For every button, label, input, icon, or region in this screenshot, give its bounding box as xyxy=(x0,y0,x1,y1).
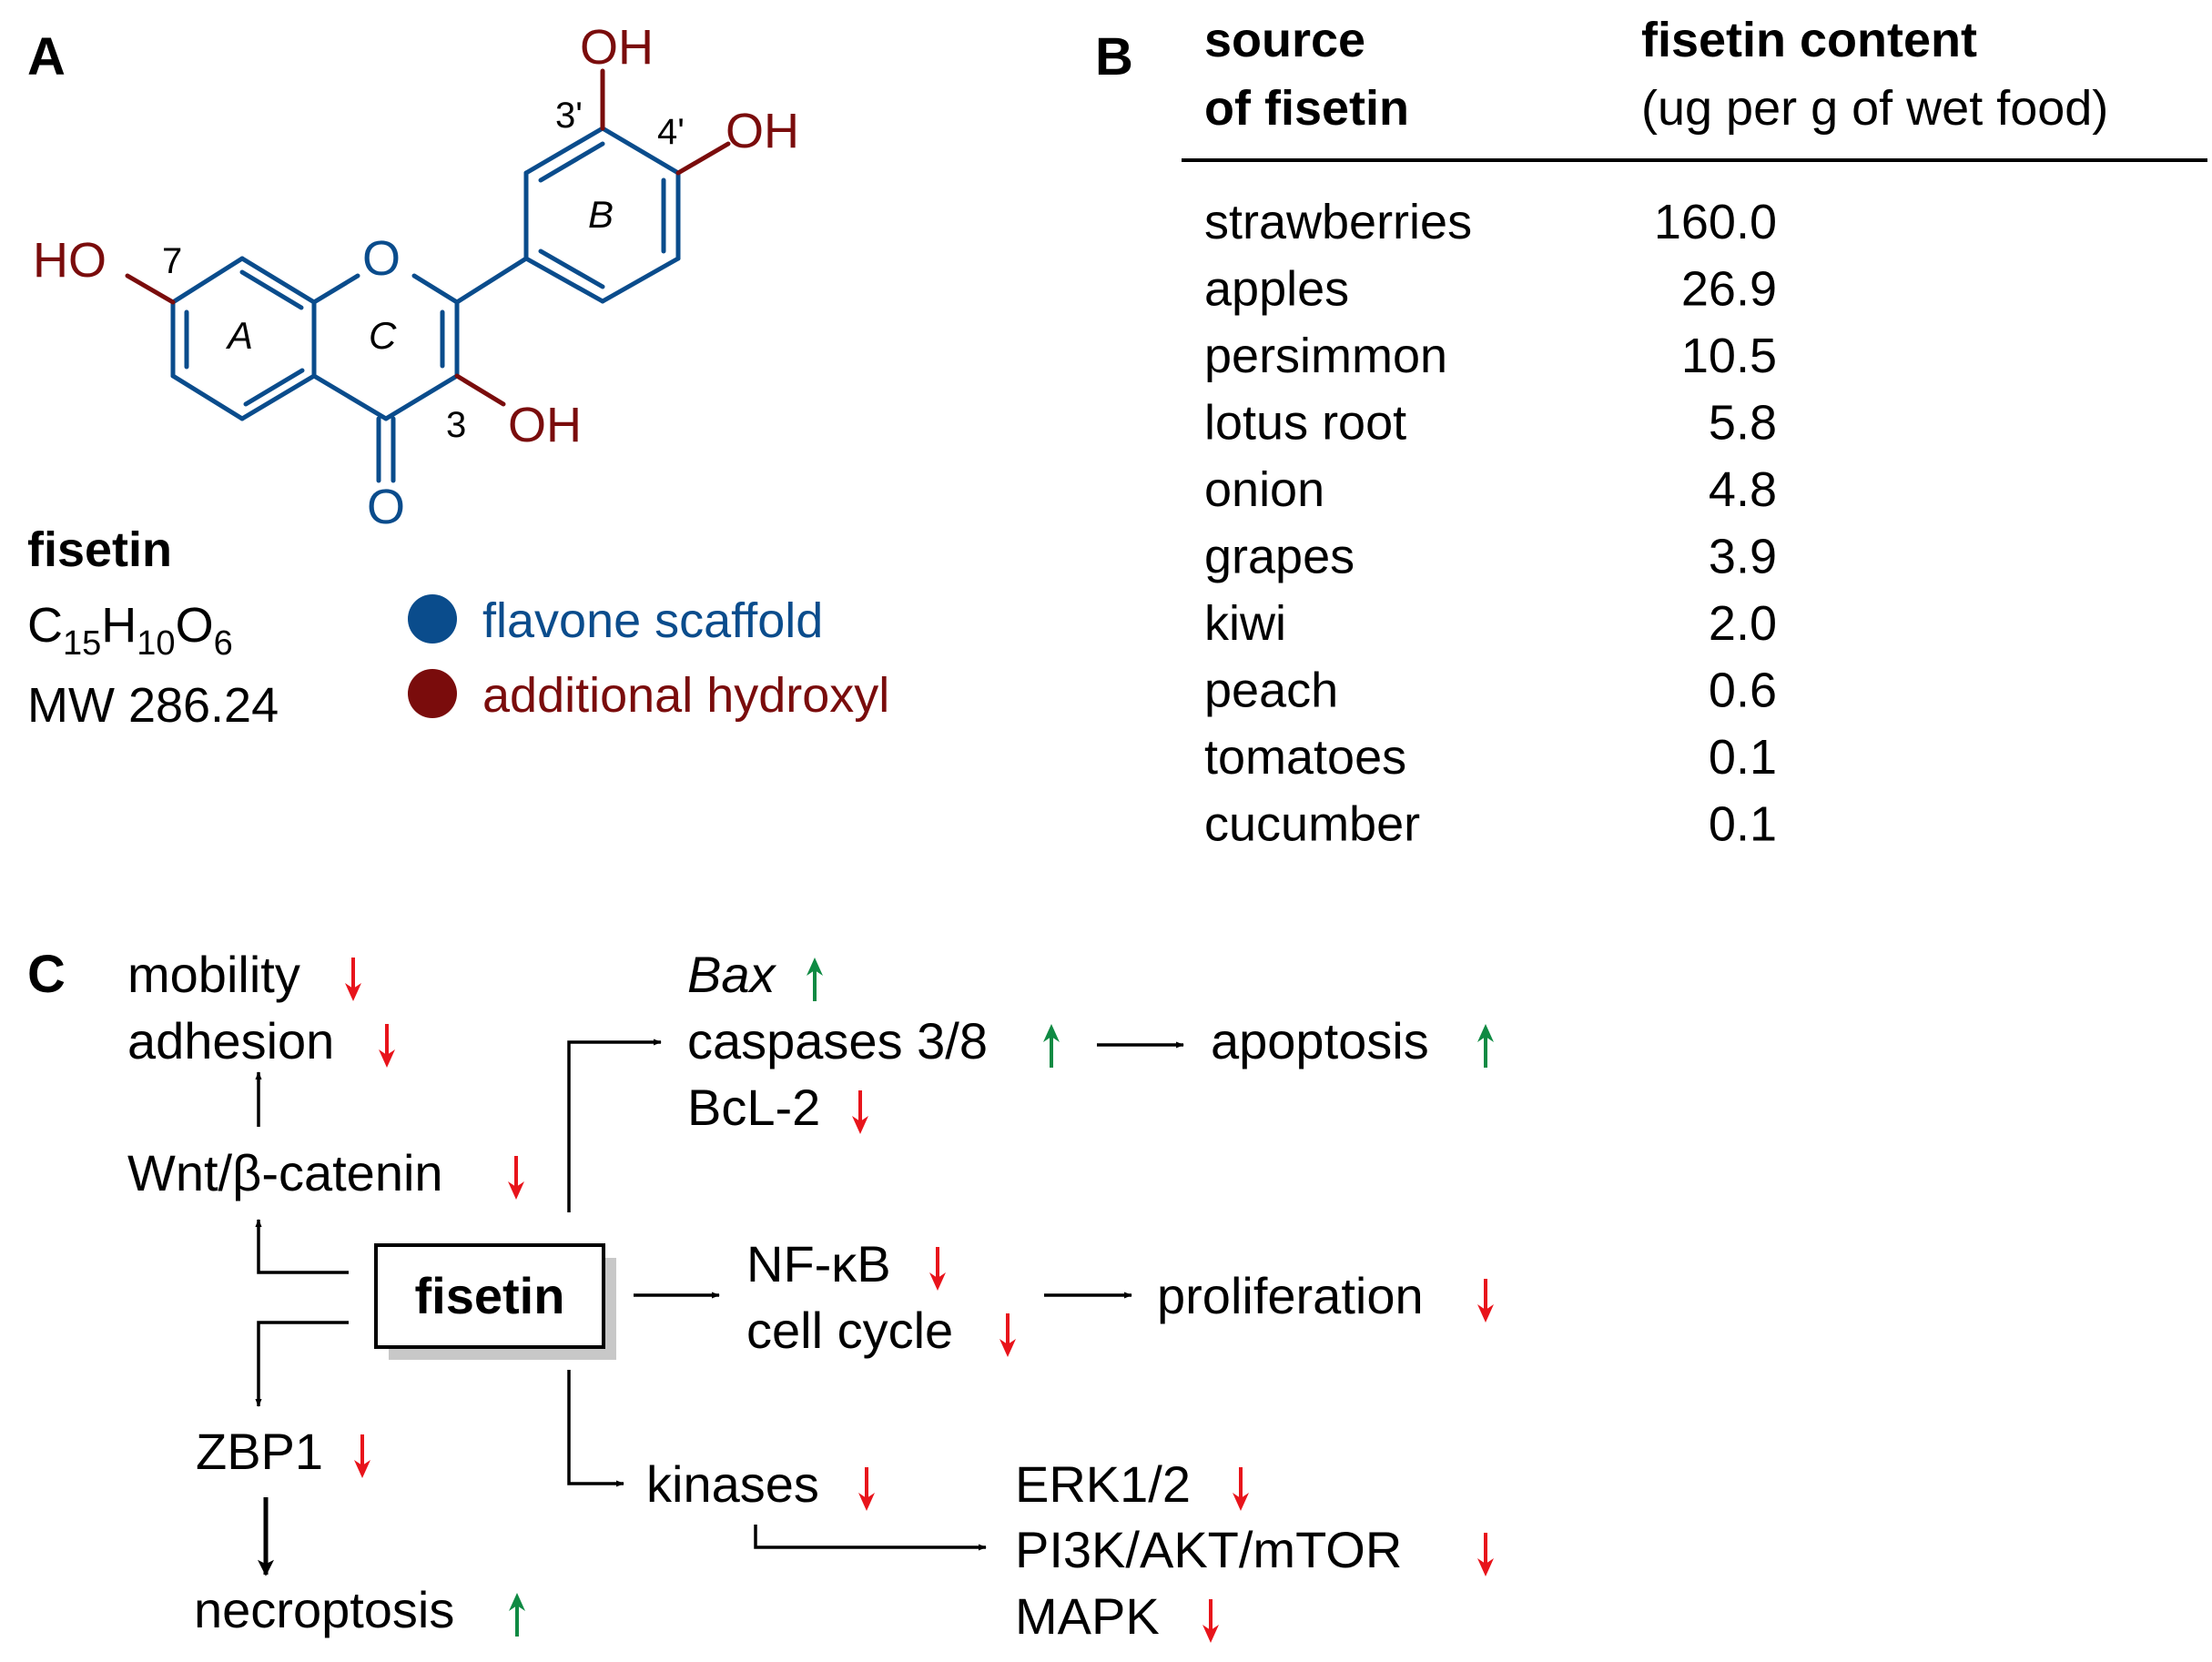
ring-c-label: C xyxy=(369,314,397,357)
cell-cycle-label: cell cycle xyxy=(746,1302,953,1359)
panel-b: B source of fisetin fisetin content (ug … xyxy=(1095,13,2207,852)
panel-b-letter: B xyxy=(1095,27,1133,86)
table-cell-content: 0.6 xyxy=(1709,664,1777,718)
necroptosis-label: necroptosis xyxy=(194,1581,454,1638)
flavone-scaffold-bonds xyxy=(170,126,681,483)
molecular-weight: MW 286.24 xyxy=(27,678,279,733)
table-cell-source: kiwi xyxy=(1204,596,1286,651)
hydroxyl-bonds xyxy=(125,68,731,407)
mobility-downregulated-arrow-icon xyxy=(345,958,361,1001)
legend-dot-hydroxyl xyxy=(408,669,457,718)
panel-a-letter: A xyxy=(27,27,66,86)
arrow-to-caspases xyxy=(567,1039,662,1212)
regulation-arrows xyxy=(345,958,1494,1643)
table-cell-content: 10.5 xyxy=(1681,329,1777,383)
table-cell-source: apples xyxy=(1204,262,1349,317)
ho-7-label: HO xyxy=(33,233,107,288)
panel-c-letter: C xyxy=(27,945,66,1004)
mapk-label: MAPK xyxy=(1015,1587,1160,1645)
caspases-label: caspases 3/8 xyxy=(687,1012,988,1069)
table-header-source-line2: of fisetin xyxy=(1204,81,1409,136)
table-cell-source: persimmon xyxy=(1204,329,1447,383)
position-4prime-label: 4' xyxy=(657,112,685,152)
compound-name: fisetin xyxy=(27,522,172,577)
arrow-kinases-to-erk xyxy=(754,1525,987,1551)
table-header-content-line1: fisetin content xyxy=(1641,13,1977,67)
table-cell-content: 2.0 xyxy=(1709,596,1777,651)
zbp1-label: ZBP1 xyxy=(196,1423,323,1480)
panel-a: A xyxy=(27,20,889,733)
table-cell-source: grapes xyxy=(1204,530,1355,584)
bax-upregulated-arrow-icon xyxy=(807,958,823,1001)
table-cell-content: 26.9 xyxy=(1681,262,1777,317)
apoptosis-upregulated-arrow-icon xyxy=(1477,1024,1494,1068)
pi3k-downregulated-arrow-icon xyxy=(1477,1533,1494,1576)
wnt-label: Wnt/β-catenin xyxy=(127,1144,443,1201)
nfkb-downregulated-arrow-icon xyxy=(929,1247,946,1291)
table-cell-source: tomatoes xyxy=(1204,730,1406,785)
mapk-downregulated-arrow-icon xyxy=(1202,1599,1219,1643)
table-cell-source: peach xyxy=(1204,664,1338,718)
oh-4prime-label: OH xyxy=(725,104,799,158)
cell-cycle-downregulated-arrow-icon xyxy=(999,1313,1016,1357)
table-cell-content: 0.1 xyxy=(1709,797,1777,852)
table-cell-content: 4.8 xyxy=(1709,462,1777,517)
ring-oxygen-label: O xyxy=(362,231,401,286)
bcl2-label: BcL-2 xyxy=(687,1079,820,1136)
necroptosis-upregulated-arrow-icon xyxy=(509,1593,525,1637)
adhesion-downregulated-arrow-icon xyxy=(379,1024,395,1068)
caspases-upregulated-arrow-icon xyxy=(1043,1024,1060,1068)
table-cell-content: 0.1 xyxy=(1709,730,1777,785)
bax-label: Bax xyxy=(687,946,776,1003)
legend-label-scaffold: flavone scaffold xyxy=(482,593,823,648)
mobility-label: mobility xyxy=(127,946,300,1003)
table-cell-source: strawberries xyxy=(1204,195,1472,249)
pi3k-label: PI3K/AKT/mTOR xyxy=(1015,1521,1402,1578)
ring-b-label: B xyxy=(588,193,614,236)
table-header-source-line1: source xyxy=(1204,13,1365,67)
table-cell-content: 3.9 xyxy=(1709,530,1777,584)
table-header-content-line2: (ug per g of wet food) xyxy=(1641,81,2108,136)
erk-downregulated-arrow-icon xyxy=(1233,1467,1249,1511)
adhesion-label: adhesion xyxy=(127,1012,334,1069)
carbonyl-oxygen-label: O xyxy=(367,480,405,534)
position-3-label: 3 xyxy=(446,405,466,445)
table-cell-source: onion xyxy=(1204,462,1324,517)
fisetin-box-label: fisetin xyxy=(415,1267,565,1324)
table-cell-source: cucumber xyxy=(1204,797,1420,852)
table-cell-source: lotus root xyxy=(1204,396,1406,451)
table-body: strawberries 160.0 apples 26.9 persimmon 10.5… xyxy=(1204,195,1777,852)
arrow-to-wnt xyxy=(255,1219,349,1274)
table-cell-content: 5.8 xyxy=(1709,396,1777,451)
table-cell-content: 160.0 xyxy=(1654,195,1777,249)
position-3prime-label: 3' xyxy=(555,96,583,136)
kinases-label: kinases xyxy=(646,1455,819,1513)
zbp1-downregulated-arrow-icon xyxy=(354,1434,370,1478)
apoptosis-label: apoptosis xyxy=(1211,1012,1429,1069)
arrow-to-zbp1 xyxy=(255,1321,349,1407)
proliferation-downregulated-arrow-icon xyxy=(1477,1279,1494,1323)
legend-dot-scaffold xyxy=(408,594,457,644)
proliferation-label: proliferation xyxy=(1157,1267,1424,1324)
ring-a-label: A xyxy=(225,314,253,357)
arrow-to-kinases xyxy=(567,1370,624,1487)
kinases-downregulated-arrow-icon xyxy=(858,1467,875,1511)
nfkb-label: NF-κB xyxy=(746,1235,891,1292)
position-7-label: 7 xyxy=(162,241,182,281)
legend-label-hydroxyl: additional hydroxyl xyxy=(482,668,889,723)
pathway-connectors xyxy=(255,1039,1184,1576)
wnt-downregulated-arrow-icon xyxy=(508,1156,524,1200)
panel-c: C fisetin mobility adhesion Wnt/β-cateni… xyxy=(27,945,1494,1645)
fisetin-box xyxy=(374,1243,605,1349)
erk-label: ERK1/2 xyxy=(1015,1455,1191,1513)
bcl2-downregulated-arrow-icon xyxy=(852,1090,868,1134)
oh-3-label: OH xyxy=(508,398,582,452)
molecular-formula: C15H10O6 xyxy=(27,598,233,663)
oh-3prime-label: OH xyxy=(580,20,654,75)
